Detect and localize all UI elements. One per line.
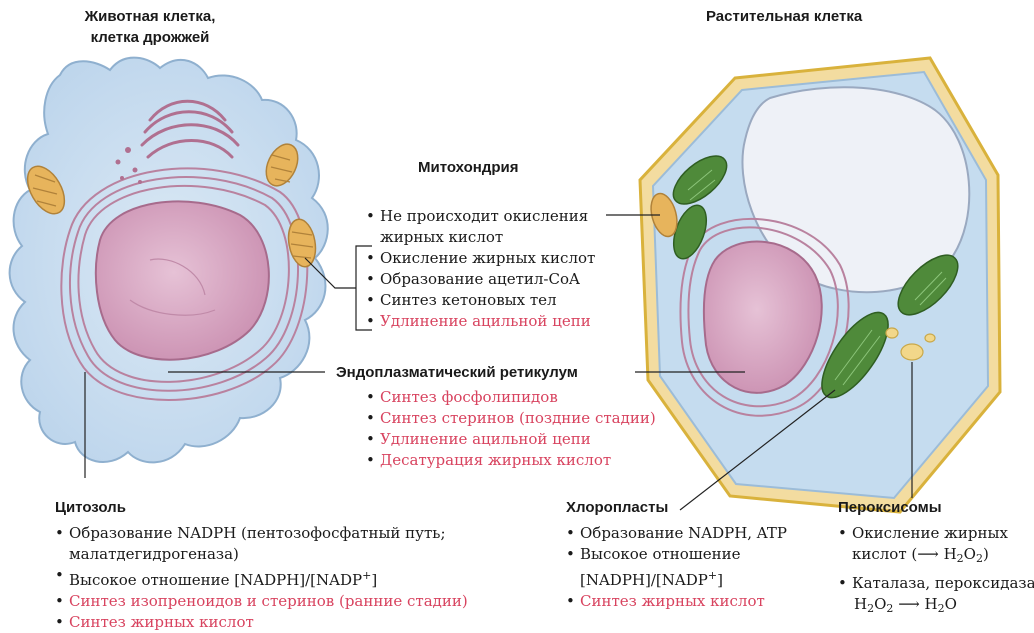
perox-h2o-o: O	[944, 595, 957, 613]
perox-eq-h: H	[854, 595, 868, 613]
chloro-ratio-sup: +	[707, 569, 718, 582]
er-title: Эндоплазматический ретикулум	[336, 364, 578, 381]
er-list: Синтез фосфолипидов Синтез стеринов (поз…	[366, 387, 656, 471]
animal-nucleus	[94, 200, 270, 361]
perox-h2o2-sub1: 2	[956, 552, 964, 565]
chloro-ratio-prefix: [NADPH]/[NADP	[580, 571, 708, 589]
mito-item-2-text: Образование ацетил-CoA	[380, 270, 580, 288]
cytosol-ratio-suffix: ]	[371, 571, 378, 589]
leader-lines	[84, 214, 913, 511]
er-item-3: Десатурация жирных кислот	[366, 450, 656, 471]
plant-cell-title: Растительная клетка	[706, 8, 863, 25]
mito-item-4-text: Удлинение ацильной цепи	[380, 312, 591, 330]
chloroplasts-list: Образование NADPH, ATP Высокое отношение…	[566, 523, 787, 612]
perox-item-0-prefix: кислот (	[852, 545, 918, 563]
cytosol-list: Образование NADPH (пентозофосфатный путь…	[55, 523, 468, 633]
mito-item-3: Синтез кетоновых тел	[366, 290, 595, 311]
peroxisomes-title: Пероксисомы	[838, 499, 942, 516]
er-item-2: Удлинение ацильной цепи	[366, 429, 656, 450]
er-item-1: Синтез стеринов (поздние стадии)	[366, 408, 656, 429]
perox-h2o2-sub2: 2	[975, 552, 983, 565]
chloro-ratio-suffix: ]	[717, 571, 723, 589]
animal-cell-title: Животная клетка, клетка дрожжей	[40, 6, 260, 48]
perox-h2o2-o: O	[963, 545, 976, 563]
er-item-1-text: Синтез стеринов (поздние стадии)	[380, 409, 656, 427]
chloro-item-2-text: Синтез жирных кислот	[580, 592, 765, 610]
cytosol-item-1: Высокое отношение [NADPH]/[NADP+]	[55, 565, 468, 591]
cytosol-item-0: Образование NADPH (пентозофосфатный путь…	[55, 523, 468, 565]
chloro-item-1-line1: Высокое отношение	[580, 545, 741, 563]
er-item-3-text: Десатурация жирных кислот	[380, 451, 612, 469]
chloro-item-0: Образование NADPH, ATP	[566, 523, 787, 544]
cytosol-item-3-text: Синтез жирных кислот	[69, 613, 254, 631]
plant-er	[679, 218, 850, 417]
mito-item-1: Окисление жирных кислот	[366, 248, 595, 269]
chloro-item-0-text: Образование NADPH, ATP	[580, 524, 787, 542]
plant-mitochondrion	[650, 192, 678, 238]
cytosol-item-2: Синтез изопреноидов и стеринов (ранние с…	[55, 591, 468, 612]
perox-arrow-1: ⟶	[917, 545, 939, 563]
mito-item-0-line2: жирных кислот	[380, 228, 504, 246]
perox-eq-sub1: 2	[867, 602, 875, 615]
er-item-2-text: Удлинение ацильной цепи	[380, 430, 591, 448]
mito-item-3-text: Синтез кетоновых тел	[380, 291, 557, 309]
perox-h2o2-h: H	[943, 545, 957, 563]
cytosol-item-0-line2: малатдегидрогеназа)	[69, 545, 239, 563]
cytosol-ratio-sup: +	[362, 569, 372, 582]
perox-item-1-line1: Каталаза, пероксидаза	[852, 574, 1034, 592]
perox-eq-sub2: 2	[886, 602, 894, 615]
cytosol-ratio-prefix: Высокое отношение [NADPH]/[NADP	[69, 571, 363, 589]
chloro-item-1: Высокое отношение [NADPH]/[NADP+]	[566, 544, 787, 591]
perox-arrow-2: ⟶	[898, 595, 920, 613]
mito-item-0: Не происходит окисления жирных кислот	[366, 206, 595, 248]
er-item-0-text: Синтез фосфолипидов	[380, 388, 558, 406]
mito-item-0-line1: Не происходит окисления	[380, 207, 589, 225]
animal-mitochondria	[26, 143, 317, 268]
mitochondria-title: Митохондрия	[418, 159, 519, 176]
mito-item-1-text: Окисление жирных кислот	[380, 249, 596, 267]
peroxisomes-list: Окисление жирных кислот (⟶ H2O2) Каталаз…	[838, 523, 1034, 619]
er-item-0: Синтез фосфолипидов	[366, 387, 656, 408]
perox-item-0-line1: Окисление жирных	[852, 524, 1008, 542]
perox-item-0-suffix: )	[982, 545, 989, 563]
cytosol-item-2-text: Синтез изопреноидов и стеринов (ранние с…	[69, 592, 468, 610]
mito-item-4: Удлинение ацильной цепи	[366, 311, 595, 332]
chloro-item-2: Синтез жирных кислот	[566, 591, 787, 612]
animal-title-line1: Животная клетка,	[84, 8, 216, 25]
cytosol-title: Цитозоль	[55, 499, 126, 516]
perox-h2o-h: H	[924, 595, 938, 613]
chloroplasts-title: Хлоропласты	[566, 499, 669, 516]
animal-er	[60, 167, 309, 401]
perox-item-0: Окисление жирных кислот (⟶ H2O2)	[838, 523, 1034, 569]
mito-item-2: Образование ацетил-CoA	[366, 269, 595, 290]
plant-nucleus	[702, 240, 823, 394]
perox-item-1: Каталаза, пероксидаза H2O2 ⟶ H2O	[838, 573, 1034, 619]
perox-h2o-sub: 2	[937, 602, 945, 615]
cytosol-item-0-line1: Образование NADPH (пентозофосфатный путь…	[69, 524, 446, 542]
peroxisomes	[885, 327, 936, 361]
animal-title-line2: клетка дрожжей	[90, 29, 210, 46]
perox-eq-o: O	[874, 595, 887, 613]
golgi-apparatus	[140, 99, 240, 159]
mitochondria-list: Не происходит окисления жирных кислот Ок…	[366, 206, 595, 332]
cytosol-item-3: Синтез жирных кислот	[55, 612, 468, 633]
